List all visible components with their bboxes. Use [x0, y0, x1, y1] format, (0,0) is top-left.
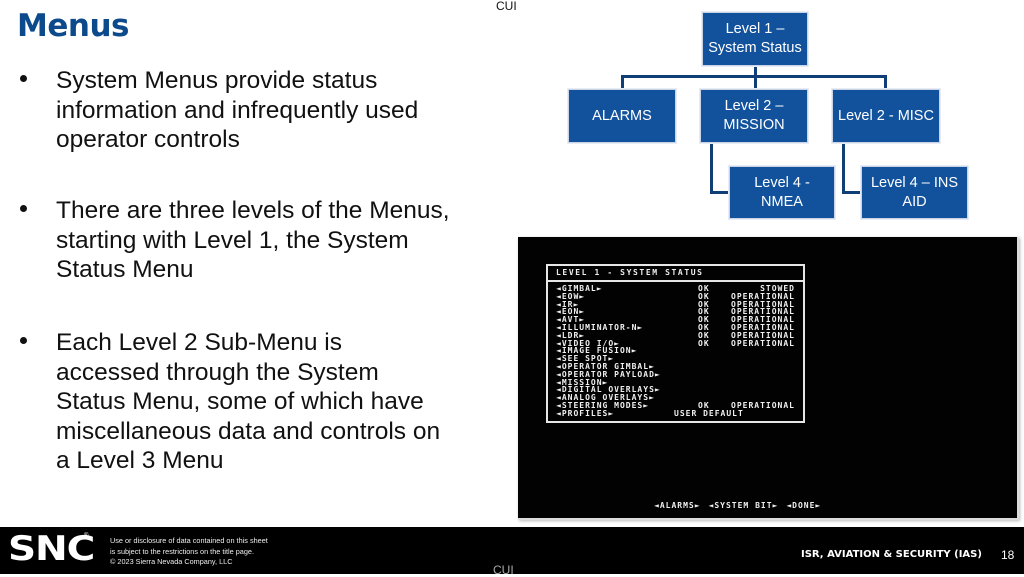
- division-name: ISR, AVIATION & SECURITY (IAS): [801, 549, 982, 560]
- menu-item-label[interactable]: ◄IMAGE FUSION►: [556, 346, 638, 356]
- menu-row[interactable]: ◄EON► OK OPERATIONAL: [556, 308, 795, 316]
- menu-item-status: OPERATIONAL: [731, 307, 795, 317]
- menu-item-label[interactable]: ◄MISSION►: [556, 377, 609, 387]
- softkey-system-bit[interactable]: ◄SYSTEM BIT►: [708, 501, 779, 510]
- connector-line: [754, 65, 757, 77]
- registered-mark-icon: ®: [84, 533, 89, 539]
- connector-line: [842, 143, 845, 193]
- menu-item-label[interactable]: ◄OPERATOR GIMBAL►: [556, 361, 655, 371]
- menu-item-status: STOWED: [760, 284, 795, 293]
- classification-marking-bottom: CUI: [493, 563, 514, 577]
- menu-row[interactable]: ◄ANALOG OVERLAYS►: [556, 394, 795, 402]
- menu-item-label[interactable]: ◄IR►: [556, 299, 580, 309]
- menu-row[interactable]: ◄GIMBAL► OK STOWED: [556, 285, 795, 293]
- bullet-dot-icon: [20, 75, 27, 82]
- connector-line: [842, 191, 862, 194]
- classification-marking-top: CUI: [496, 0, 517, 13]
- connector-line: [710, 191, 730, 194]
- menu-item-label[interactable]: ◄VIDEO I/O►: [556, 338, 620, 348]
- connector-line: [710, 143, 713, 193]
- node-level2-mission: Level 2 – MISSION: [700, 89, 808, 143]
- menu-item-profile-value: USER DEFAULT: [674, 408, 744, 418]
- menu-item-ok: OK: [698, 400, 710, 410]
- menu-row[interactable]: ◄OPERATOR PAYLOAD►: [556, 369, 795, 379]
- menu-item-ok: OK: [698, 322, 710, 332]
- menu-row[interactable]: ◄PROFILES► USER DEFAULT: [556, 408, 795, 418]
- slide-footer: SNC ® Use or disclosure of data containe…: [0, 527, 1024, 574]
- menu-item-status: OPERATIONAL: [731, 291, 795, 301]
- menu-row[interactable]: ◄STEERING MODES► OK OPERATIONAL: [556, 400, 795, 410]
- bullet-text: System Menus provide status information …: [56, 67, 419, 153]
- menu-item-label[interactable]: ◄PROFILES►: [556, 408, 615, 418]
- bullet-text: Each Level 2 Sub-Menu is accessed throug…: [56, 329, 441, 474]
- disclaimer-text: Use or disclosure of data contained on t…: [110, 536, 268, 566]
- menu-row[interactable]: ◄IR► OK OPERATIONAL: [556, 299, 795, 309]
- bullet-text: There are three levels of the Menus, sta…: [56, 197, 450, 283]
- connector-line: [754, 75, 757, 88]
- system-status-menu: LEVEL 1 - SYSTEM STATUS ◄GIMBAL► OK STOWED…: [546, 264, 805, 423]
- menu-item-label[interactable]: ◄EOW►: [556, 291, 586, 301]
- menu-item-ok: OK: [698, 291, 710, 301]
- menu-row[interactable]: ◄EOW► OK OPERATIONAL: [556, 291, 795, 301]
- node-level1-system-status: Level 1 – System Status: [702, 12, 808, 66]
- softkey-done[interactable]: ◄DONE►: [786, 501, 822, 510]
- node-level4-ins-aid: Level 4 – INS AID: [861, 166, 968, 219]
- connector-line: [884, 75, 887, 88]
- menu-row[interactable]: ◄DIGITAL OVERLAYS►: [556, 386, 795, 394]
- menu-row[interactable]: ◄AVT► OK OPERATIONAL: [556, 316, 795, 324]
- softkey-alarms[interactable]: ◄ALARMS►: [654, 501, 701, 510]
- menu-item-label[interactable]: ◄ANALOG OVERLAYS►: [556, 393, 655, 403]
- node-level2-misc: Level 2 - MISC: [832, 89, 940, 143]
- menu-row[interactable]: ◄IMAGE FUSION►: [556, 347, 795, 355]
- menu-item-ok: OK: [698, 330, 710, 340]
- bullet-dot-icon: [20, 337, 27, 344]
- menu-row[interactable]: ◄ILLUMINATOR-N► OK OPERATIONAL: [556, 322, 795, 332]
- menu-row[interactable]: ◄OPERATOR GIMBAL►: [556, 361, 795, 371]
- menu-item-label[interactable]: ◄GIMBAL►: [556, 284, 603, 293]
- menu-item-label[interactable]: ◄SEE SPOT►: [556, 354, 615, 364]
- menu-row[interactable]: ◄SEE SPOT►: [556, 355, 795, 363]
- menu-item-ok: OK: [698, 284, 710, 293]
- page-number: 18: [1001, 548, 1015, 562]
- menu-item-label[interactable]: ◄AVT►: [556, 315, 586, 325]
- menu-item-ok: OK: [698, 315, 710, 325]
- bullet-dot-icon: [20, 205, 27, 212]
- menu-item-label[interactable]: ◄EON►: [556, 307, 586, 317]
- menu-item-label[interactable]: ◄OPERATOR PAYLOAD►: [556, 369, 661, 379]
- slide-title: Menus: [17, 8, 129, 44]
- menu-row[interactable]: ◄MISSION►: [556, 377, 795, 387]
- system-status-screen: LEVEL 1 - SYSTEM STATUS ◄GIMBAL► OK STOWED…: [518, 237, 1019, 520]
- menu-item-status: OPERATIONAL: [731, 330, 795, 340]
- menu-item-label[interactable]: ◄STEERING MODES►: [556, 400, 650, 410]
- node-alarms: ALARMS: [568, 89, 676, 143]
- menu-item-status: OPERATIONAL: [731, 315, 795, 325]
- menu-item-label[interactable]: ◄ILLUMINATOR-N►: [556, 322, 644, 332]
- menu-item-status: OPERATIONAL: [731, 338, 795, 348]
- node-level4-nmea: Level 4 - NMEA: [729, 166, 835, 219]
- menu-row[interactable]: ◄VIDEO I/O► OK OPERATIONAL: [556, 338, 795, 348]
- menu-item-label[interactable]: ◄LDR►: [556, 330, 586, 340]
- menu-item-label[interactable]: ◄DIGITAL OVERLAYS►: [556, 385, 661, 395]
- softkey-bar: ◄ALARMS► ◄SYSTEM BIT► ◄DONE►: [654, 501, 829, 510]
- menu-item-ok: OK: [698, 307, 710, 317]
- connector-line: [621, 75, 624, 88]
- menu-row[interactable]: ◄LDR► OK OPERATIONAL: [556, 330, 795, 340]
- menu-item-status: OPERATIONAL: [731, 400, 795, 410]
- menu-item-status: OPERATIONAL: [731, 299, 795, 309]
- menu-item-status: OPERATIONAL: [731, 322, 795, 332]
- snc-logo: SNC: [8, 529, 95, 569]
- menu-title: LEVEL 1 - SYSTEM STATUS: [548, 266, 803, 282]
- menu-rows: ◄GIMBAL► OK STOWED ◄EOW► OK OPERATIONAL ◄IR►…: [556, 285, 795, 418]
- menu-item-ok: OK: [698, 299, 710, 309]
- menu-item-ok: OK: [698, 338, 710, 348]
